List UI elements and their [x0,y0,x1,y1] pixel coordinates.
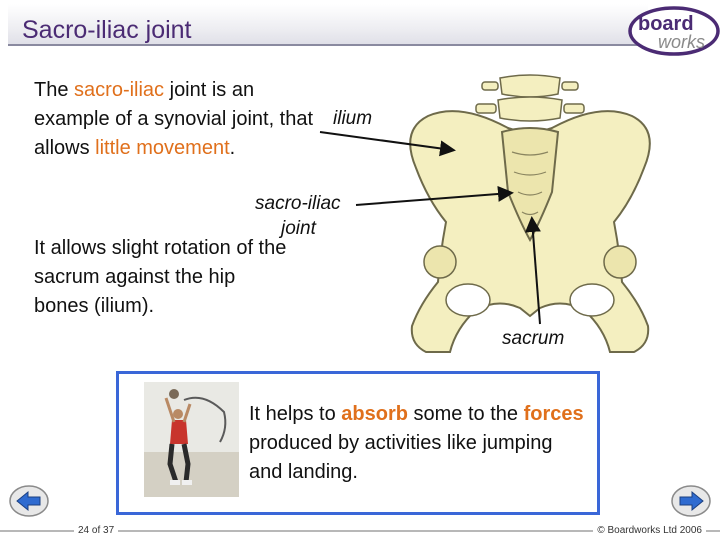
callout-text: It helps to absorb some to the forces pr… [249,400,589,487]
callout-text-2: some to the [407,403,524,425]
next-slide-button[interactable] [670,484,712,518]
intro-text-2: joint is an example of a synovial joint,… [34,79,314,159]
footer-divider [0,530,720,532]
page-title: Sacro-iliac joint [22,16,192,44]
highlight-little-movement: little movement [95,137,230,159]
label-sacrum: sacrum [502,328,565,349]
highlight-forces: forces [523,403,584,425]
footer: 24 of 37 © Boardworks Ltd 2006 [0,523,720,540]
copyright: © Boardworks Ltd 2006 [593,523,706,539]
basketball-jump-photo [144,382,239,497]
rotation-paragraph: It allows slight rotation of the sacrum … [34,237,287,317]
logo-word-2: works [658,32,705,52]
label-sacroiliac-1: sacro-iliac [255,193,341,214]
title-bar: Sacro-iliac joint [8,4,648,46]
logo-word-1: board [638,13,694,35]
label-ilium: ilium [333,108,373,129]
arrow-left-icon [16,490,41,512]
highlight-absorb: absorb [341,403,408,425]
highlight-sacroiliac: sacro-iliac [74,79,165,101]
boardworks-logo: board works [628,6,720,56]
callout-text-1: It helps to [249,403,342,425]
intro-text-3: . [229,137,236,159]
callout-text-3: produced by activities like jumping and … [249,432,553,483]
prev-slide-button[interactable] [8,484,50,518]
intro-text-1: The [34,79,75,101]
pelvis-illustration [409,74,651,353]
page-number: 24 of 37 [74,523,119,539]
info-callout: It helps to absorb some to the forces pr… [116,371,600,515]
intro-paragraph: The sacro-iliac joint is an example of a… [34,76,334,163]
label-sacroiliac-2: joint [281,218,316,239]
arrow-right-icon [679,490,704,512]
